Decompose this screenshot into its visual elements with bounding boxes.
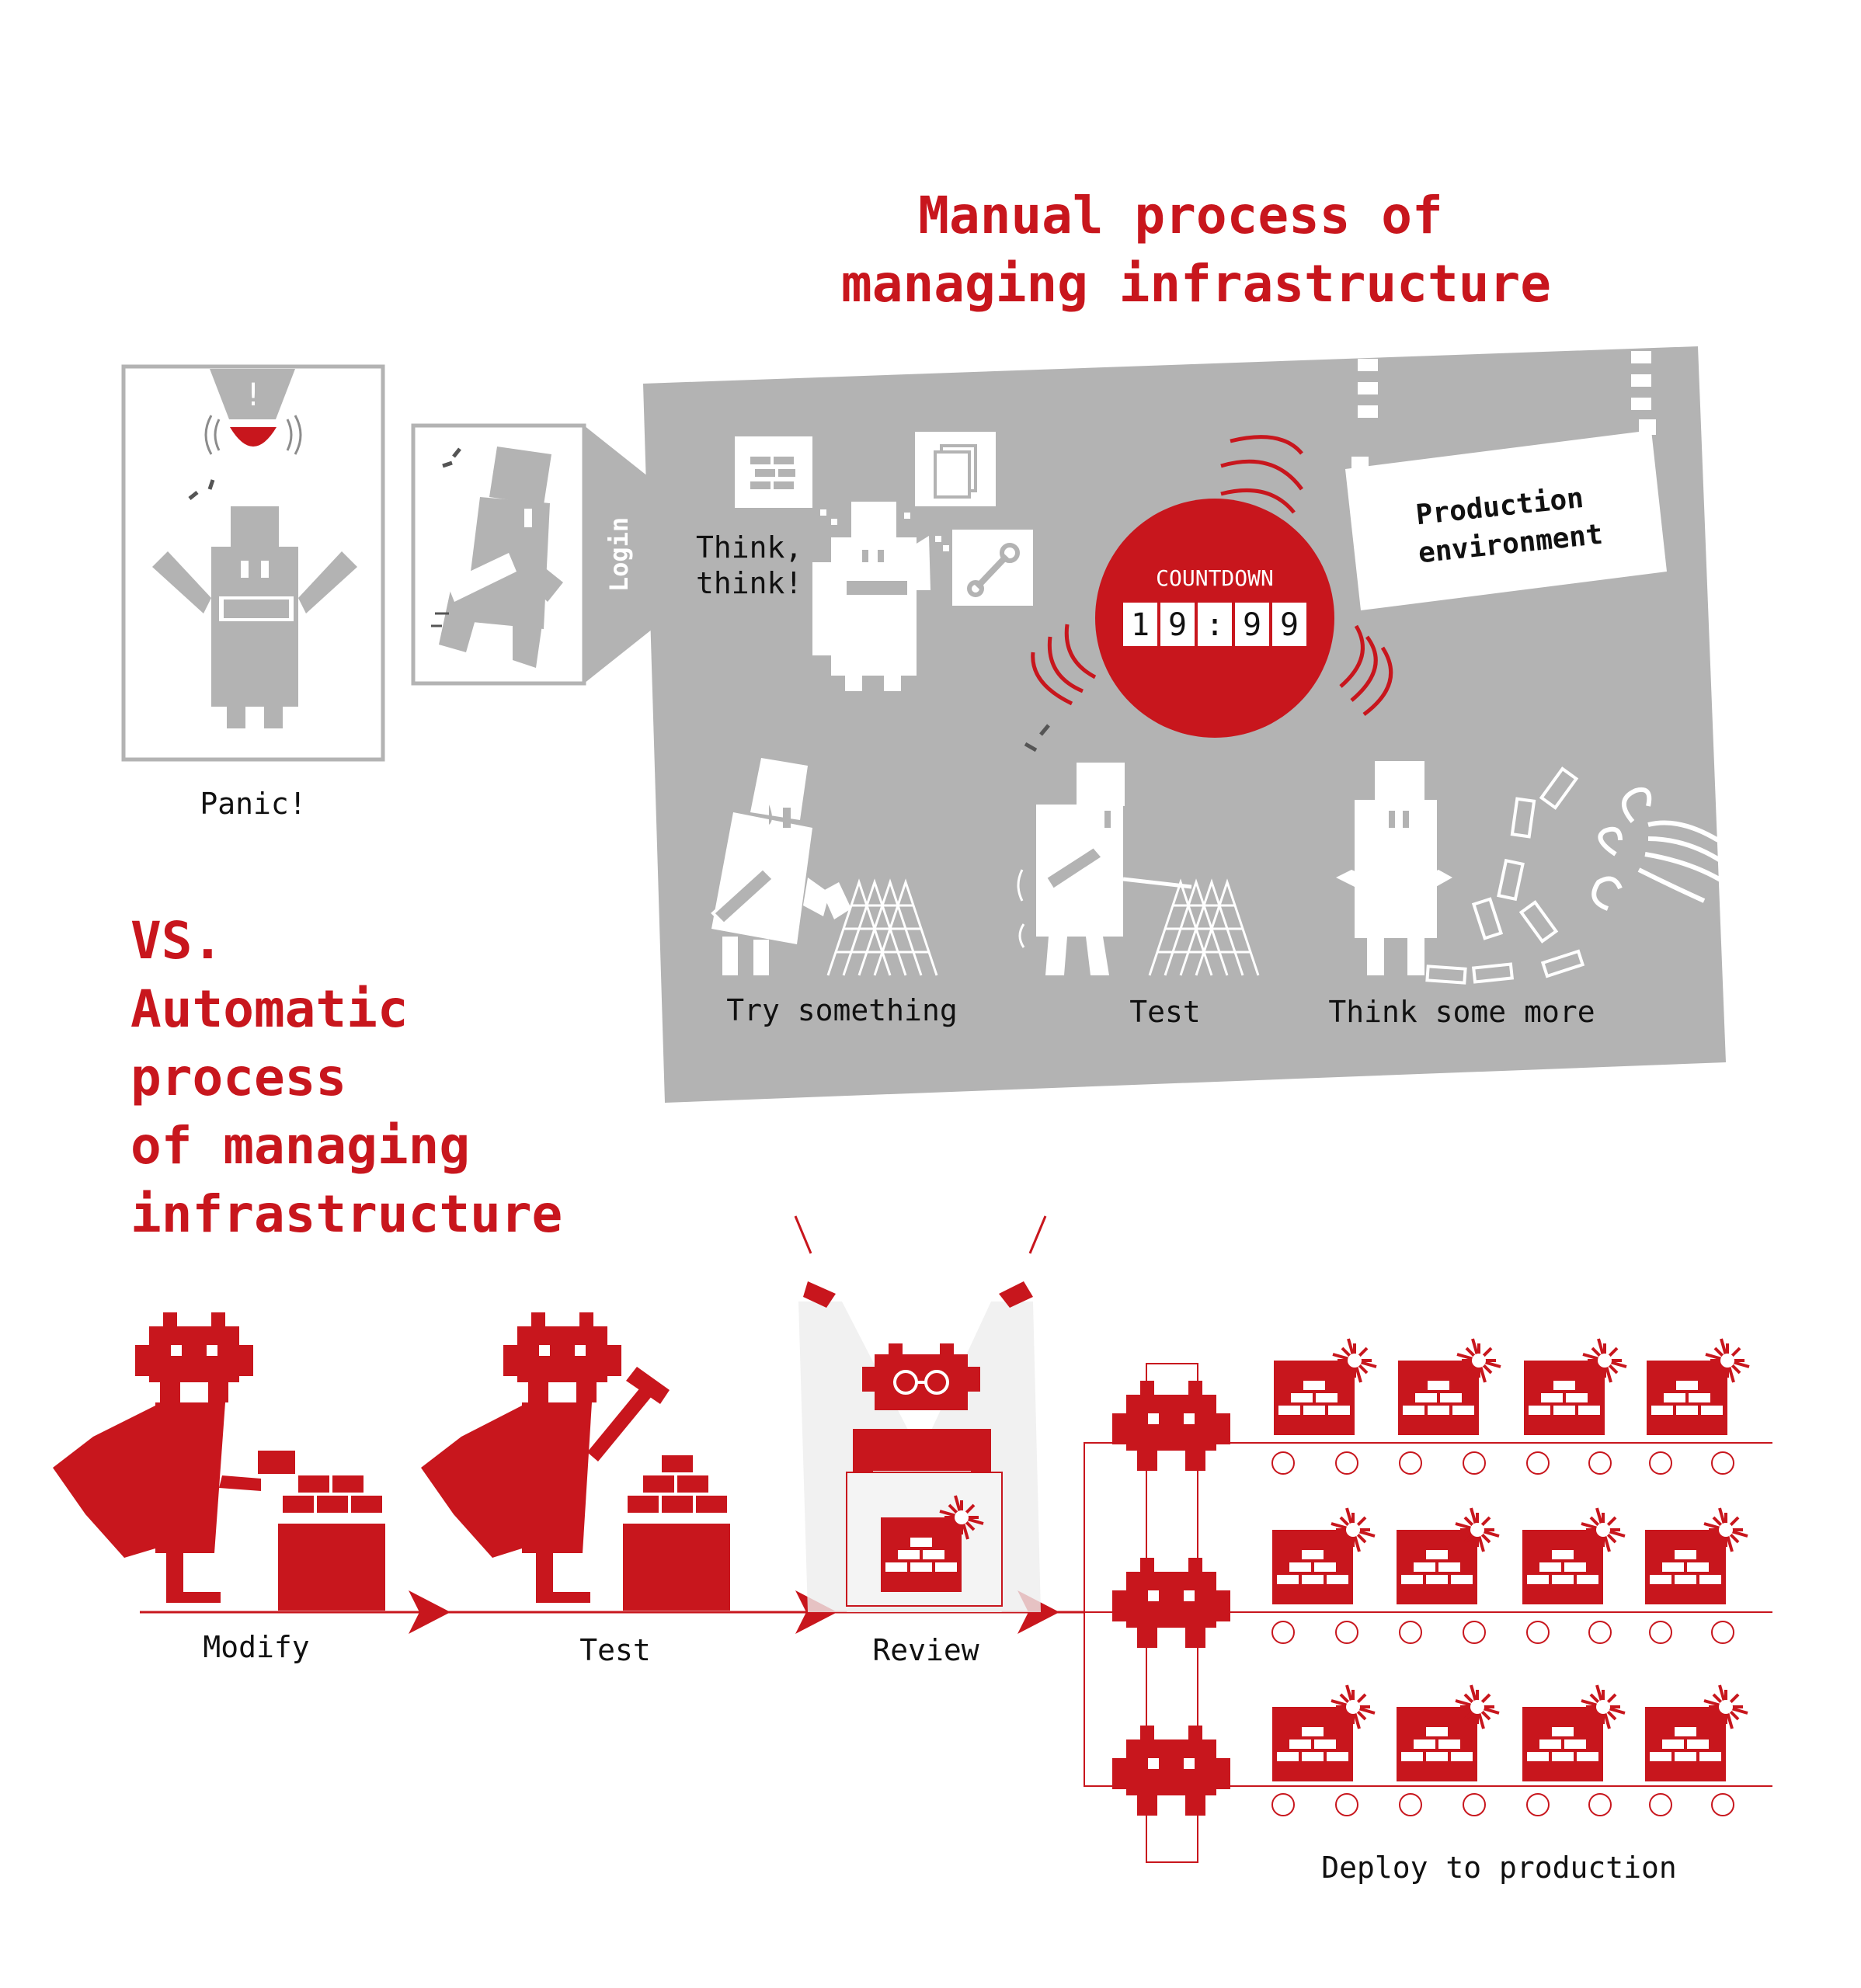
automatic-title-line2: Automatic <box>130 979 409 1039</box>
manual-title-line1: Manual process of <box>918 186 1443 245</box>
test-bricks <box>623 1455 730 1611</box>
step-review: Review <box>872 1633 979 1667</box>
production-sign: Production environment <box>1345 419 1667 610</box>
countdown-digit-3: 9 <box>1243 607 1261 643</box>
glasses-icon <box>893 1370 949 1395</box>
login-panel <box>411 423 652 686</box>
running-figure <box>431 447 563 668</box>
brick-wall-icon <box>735 436 812 508</box>
step-auto-test: Test <box>579 1633 651 1667</box>
countdown-digit-4: 9 <box>1280 607 1299 643</box>
falling-cards <box>1425 766 1585 985</box>
automatic-title-line1: VS. <box>130 911 223 971</box>
ring-waves <box>1031 435 1393 717</box>
countdown-digit-1: 1 <box>1131 607 1150 643</box>
panic-panel: ! <box>121 364 385 762</box>
thinking-figure <box>812 502 949 691</box>
wrench-icon <box>952 530 1033 606</box>
panic-figure <box>152 479 357 728</box>
server-row-2 <box>1272 1508 1748 1644</box>
svg-text:!: ! <box>247 377 259 413</box>
deploy-invaders <box>1112 1381 1230 1816</box>
step-manual-test: Test <box>1129 995 1201 1029</box>
panic-label: Panic! <box>200 787 306 821</box>
countdown-label: COUNTDOWN <box>1156 565 1274 591</box>
countdown-digit-2: 9 <box>1168 607 1187 643</box>
modify-hero <box>53 1312 295 1603</box>
think-line2: think! <box>696 566 802 600</box>
think-line1: Think, <box>696 530 802 565</box>
automatic-title: VS. Automatic process of managing infras… <box>130 911 562 1244</box>
test-figure <box>1017 724 1192 975</box>
countdown-timer: COUNTDOWN 1 9 : 9 9 <box>1031 435 1393 738</box>
step-deploy: Deploy to production <box>1321 1851 1677 1885</box>
explosion-icon <box>1274 1339 1376 1435</box>
countdown-colon: : <box>1205 607 1224 643</box>
automatic-title-line5: infrastructure <box>130 1184 562 1244</box>
step-think-some-more: Think some more <box>1328 995 1595 1029</box>
automatic-title-line3: process <box>130 1048 346 1107</box>
automatic-title-line4: of managing <box>130 1116 470 1176</box>
step-modify: Modify <box>203 1630 309 1664</box>
test-hero <box>421 1312 670 1603</box>
server-row-3 <box>1272 1685 1748 1816</box>
step-try-something: Try something <box>726 993 957 1027</box>
modify-bricks <box>278 1475 385 1611</box>
server-row-1 <box>1271 1339 1749 1475</box>
think-more-figure <box>1336 761 1452 975</box>
manual-title-line2: managing infrastructure <box>841 254 1551 314</box>
documents-icon <box>915 432 996 506</box>
login-label: Login <box>604 517 634 592</box>
panel-notches <box>1358 351 1651 418</box>
wind-icon <box>1591 787 1726 911</box>
alarm-light-icon: ! <box>204 369 302 455</box>
try-something-figure <box>711 758 851 975</box>
